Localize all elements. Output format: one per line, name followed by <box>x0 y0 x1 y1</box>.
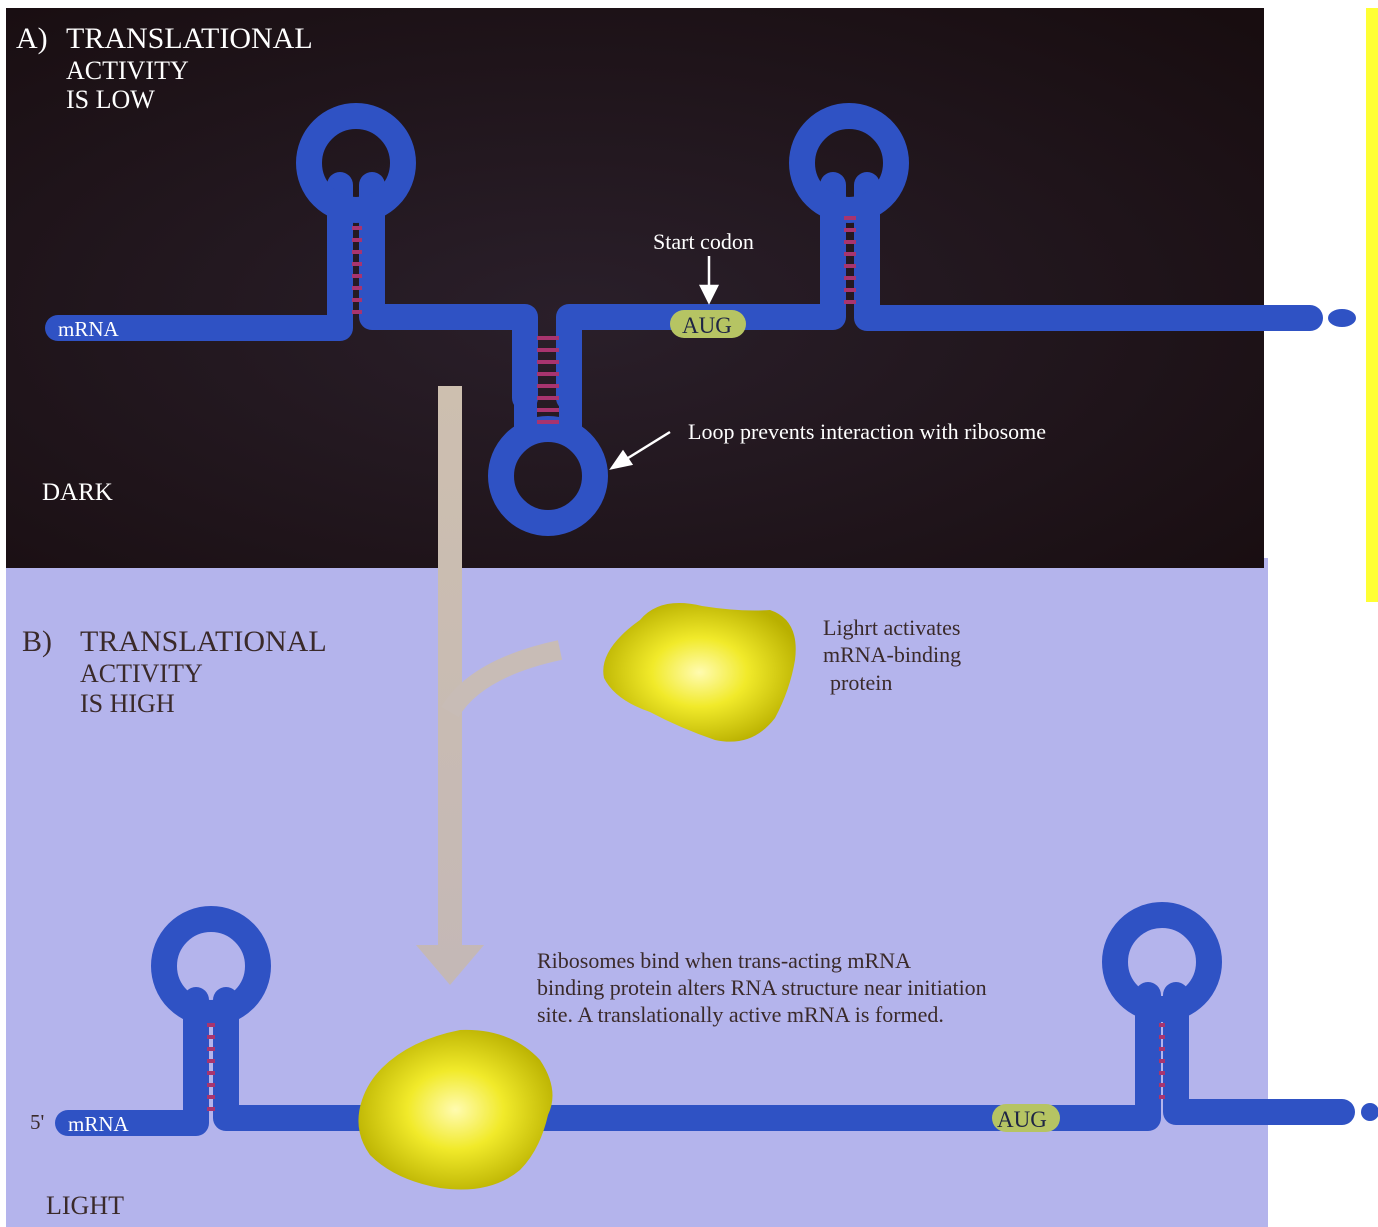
mrna-label-light: mRNA <box>68 1112 130 1136</box>
light-condition-label: LIGHT <box>46 1191 124 1220</box>
dark-panel-background <box>6 8 1264 568</box>
ribosome-note-line2: binding protein alters RNA structure nea… <box>537 975 987 1000</box>
protein-note-line2: mRNA-binding <box>823 642 961 667</box>
mrna-binding-protein-bound <box>358 1029 553 1190</box>
ribosome-note-line3: site. A translationally active mRNA is f… <box>537 1002 944 1027</box>
hairpin-stems-light <box>185 990 1378 1121</box>
protein-note-line3: protein <box>830 670 892 695</box>
aug-codon-dark <box>670 310 746 338</box>
hairpin-loop-b2 <box>1102 902 1222 1022</box>
panel-b-title-line1: TRANSLATIONAL <box>80 625 327 658</box>
mrna-strand-light <box>55 902 1355 1136</box>
loop-note: Loop prevents interaction with ribosome <box>688 419 1046 444</box>
mrna-label-dark: mRNA <box>58 317 120 341</box>
panel-b-text: B) TRANSLATIONAL ACTIVITY IS HIGH Lighrt… <box>22 615 987 1220</box>
base-pairs-dark <box>352 216 856 424</box>
panel-b-title-line3: IS HIGH <box>80 689 175 718</box>
hairpin-loop-a2 <box>488 416 608 536</box>
protein-note-line1: Lighrt activates <box>823 615 960 640</box>
hairpin-loop-a3 <box>789 103 909 223</box>
panel-a-text: A) TRANSLATIONAL ACTIVITY IS LOW Start c… <box>16 22 1046 506</box>
hairpin-stems-dark <box>329 195 1356 438</box>
mrna-binding-protein-free <box>603 603 796 742</box>
loop-pointer-arrow <box>609 430 671 470</box>
aug-label-dark: AUG <box>682 313 732 338</box>
aug-label-light: AUG <box>997 1107 1047 1132</box>
strand-continuation-dot-light <box>1361 1103 1378 1121</box>
strand-continuation-dot <box>1328 309 1356 327</box>
dark-condition-label: DARK <box>42 479 113 506</box>
aug-codon-light <box>992 1104 1060 1132</box>
five-prime-label: 5' <box>30 1110 44 1134</box>
panel-a-title-line2: ACTIVITY <box>66 56 189 85</box>
highlight-bar <box>1366 8 1378 602</box>
panel-a-letter: A) <box>16 22 48 55</box>
hairpin-loop-b1 <box>151 906 271 1026</box>
start-codon-arrow <box>698 256 720 305</box>
hairpin-loop-a1 <box>296 103 416 223</box>
base-pairs-light <box>207 1023 1165 1111</box>
start-codon-label: Start codon <box>653 229 754 254</box>
panel-b-title-line2: ACTIVITY <box>80 659 203 688</box>
transition-arrow <box>416 386 563 985</box>
panel-a-title-line1: TRANSLATIONAL <box>66 22 313 55</box>
panel-a-title-line3: IS LOW <box>66 85 155 114</box>
panel-b-letter: B) <box>22 625 52 658</box>
mrna-strand-dark <box>45 103 1323 536</box>
ribosome-note-line1: Ribosomes bind when trans-acting mRNA <box>537 948 911 973</box>
